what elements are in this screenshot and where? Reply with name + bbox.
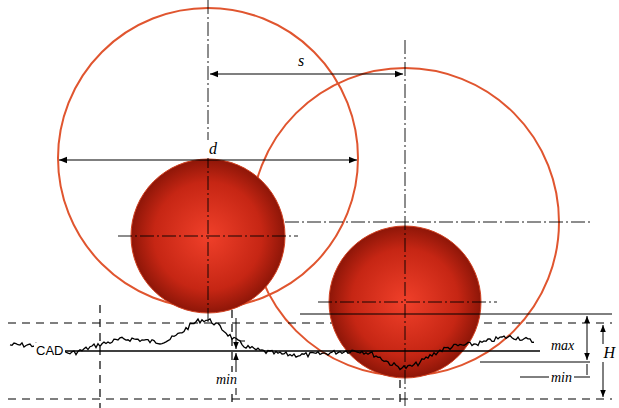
dimension-label: min bbox=[214, 372, 239, 388]
line-label: CAD bbox=[34, 343, 65, 358]
dimension-line bbox=[59, 159, 357, 160]
dimension-line bbox=[236, 318, 237, 349]
surface-profile bbox=[10, 319, 534, 369]
dimension-label: s bbox=[296, 52, 306, 70]
dimension-label: max bbox=[549, 338, 576, 354]
cad-line bbox=[62, 350, 540, 352]
dimension-line bbox=[587, 316, 588, 360]
center-lines bbox=[118, 0, 590, 408]
dimension-line bbox=[210, 73, 403, 74]
dimension-line bbox=[587, 364, 588, 375]
dimension-label: min bbox=[549, 370, 574, 386]
dimension-label: H bbox=[601, 344, 617, 362]
surface-profile bbox=[10, 319, 534, 369]
dimension-label: d bbox=[207, 140, 219, 158]
extension-lines bbox=[240, 314, 612, 377]
reference-lines bbox=[8, 305, 612, 408]
